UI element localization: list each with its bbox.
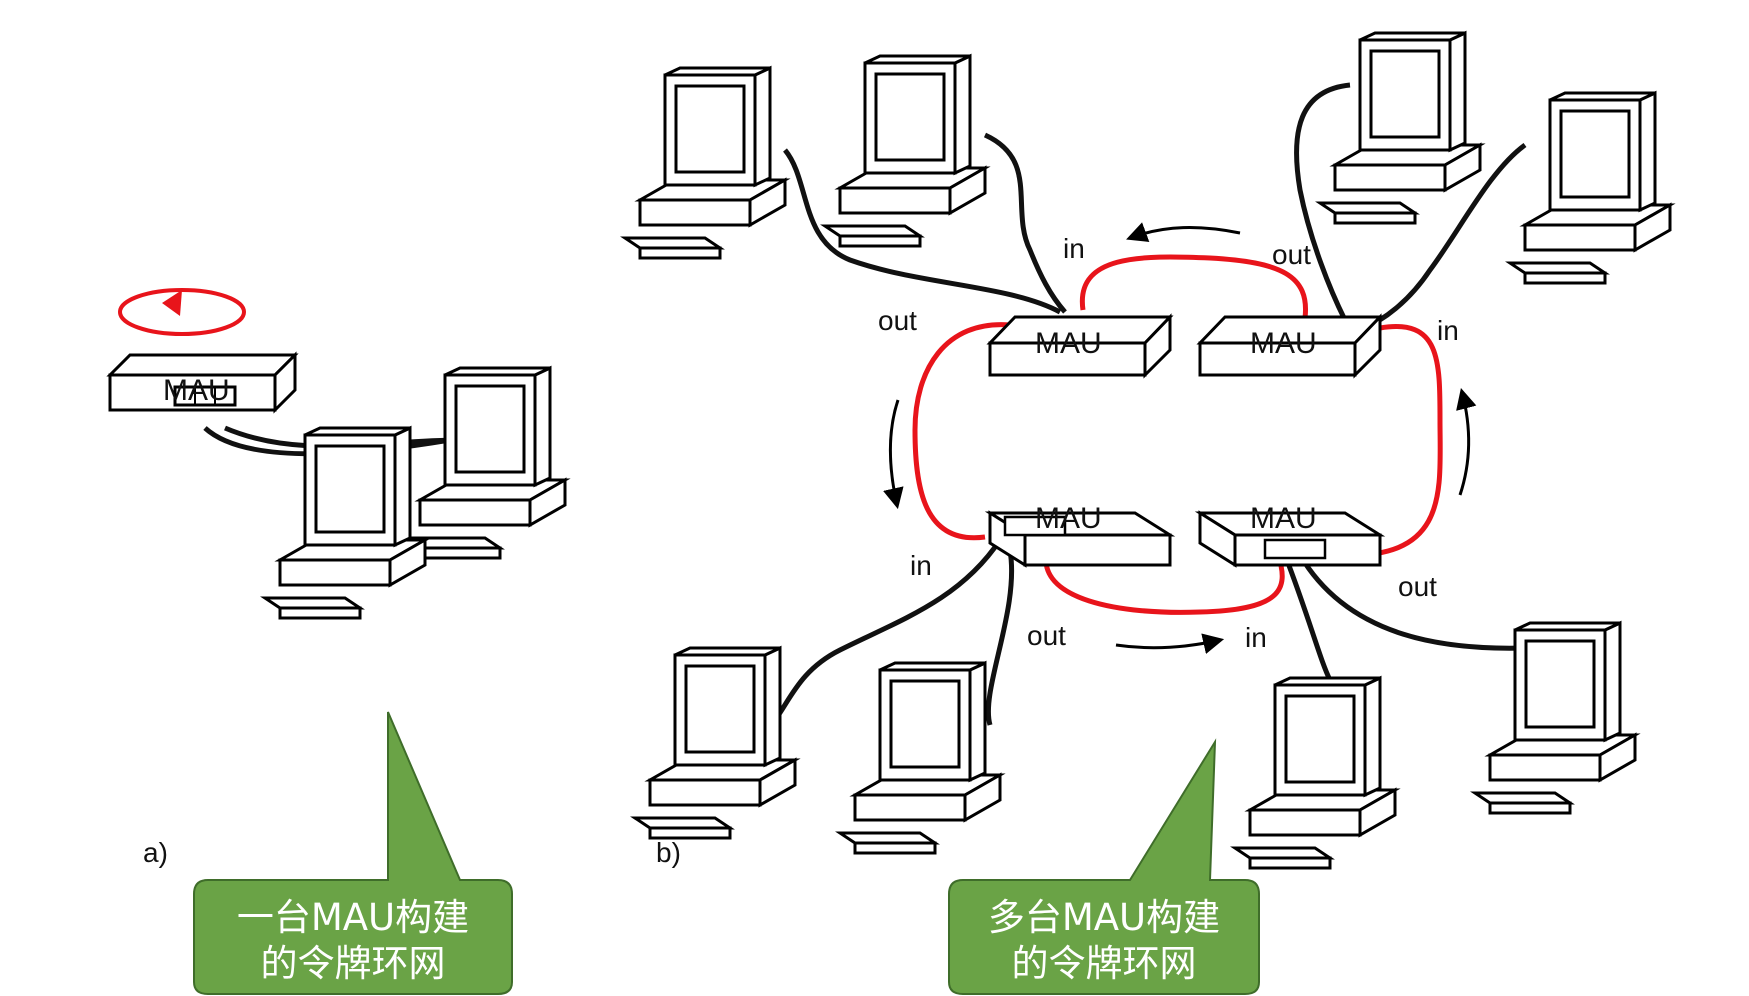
- ring-cable: [912, 322, 1011, 541]
- ring-direction-arrow-icon: [118, 288, 246, 336]
- computer-icon: [1233, 676, 1397, 870]
- cable: [1282, 554, 1333, 682]
- computer-icon: [1508, 91, 1672, 285]
- mau-hub-icon: [1196, 313, 1384, 379]
- cable: [1297, 553, 1526, 651]
- ring-direction-arrow-icon: [1115, 633, 1225, 654]
- mau-label: MAU: [163, 374, 230, 407]
- port-label-in: in: [1437, 315, 1459, 346]
- computer-icon: [623, 66, 787, 260]
- port-label-out: out: [1398, 571, 1437, 602]
- ring-direction-arrow-icon: [1456, 387, 1477, 496]
- panel-a-label: a): [143, 837, 168, 868]
- computer-icon: [838, 661, 1002, 855]
- mau-hub-icon: [106, 351, 299, 414]
- cable: [983, 132, 1067, 314]
- computer-icon: [823, 54, 987, 248]
- ring-cable: [1339, 324, 1443, 558]
- port-label-in: in: [1063, 233, 1085, 264]
- mau-label: MAU: [1250, 502, 1317, 535]
- port-label-out: out: [878, 305, 917, 336]
- cable: [783, 148, 1062, 315]
- panel-a: MAU a) 一台MAU构建 的令牌环网: [106, 288, 567, 995]
- panel-b-label: b): [656, 837, 681, 868]
- cable: [1359, 142, 1527, 333]
- port-label-out: out: [1272, 239, 1311, 270]
- computer-icon: [633, 646, 797, 840]
- callout-line-1: 一台MAU构建: [237, 896, 469, 939]
- computer-icon: [1318, 31, 1482, 225]
- callout-panel-b: 多台MAU构建 的令牌环网: [948, 738, 1260, 995]
- mau-label: MAU: [1035, 502, 1102, 535]
- computer-icon: [403, 366, 567, 560]
- mau-hub-icon: [984, 510, 1176, 568]
- mau-hub-icon: [986, 313, 1174, 379]
- computer-icon: [263, 426, 427, 620]
- port-label-in: in: [1245, 622, 1267, 653]
- cable: [1294, 82, 1351, 322]
- ring-direction-arrow-icon: [883, 399, 904, 510]
- mau-hub-icon: [1194, 510, 1386, 568]
- callout-line-2: 的令牌环网: [1012, 942, 1197, 985]
- port-label-out: out: [1027, 620, 1066, 651]
- cable: [985, 549, 1015, 726]
- ring-cable: [1079, 254, 1309, 319]
- computer-icon: [1473, 621, 1637, 815]
- mau-label: MAU: [1035, 327, 1102, 360]
- ring-cable: [1043, 549, 1285, 615]
- callout-line-1: 多台MAU构建: [988, 896, 1220, 939]
- callout-line-2: 的令牌环网: [261, 942, 446, 985]
- ring-direction-arrow-icon: [1126, 222, 1241, 242]
- panel-b: MAU MAU MAU MAU in out out in: [623, 31, 1672, 995]
- callout-panel-a: 一台MAU构建 的令牌环网: [193, 711, 513, 995]
- cable: [772, 538, 1003, 722]
- mau-label: MAU: [1250, 327, 1317, 360]
- port-label-in: in: [910, 550, 932, 581]
